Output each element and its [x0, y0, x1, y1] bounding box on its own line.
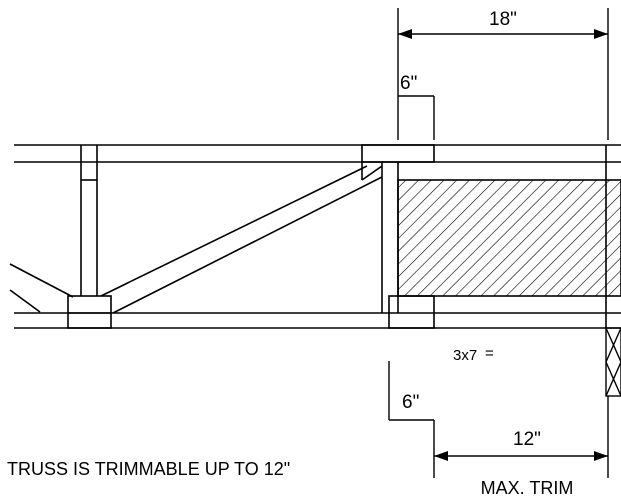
end-vertical: [381, 162, 399, 313]
dimension-6-top: [398, 95, 435, 140]
left-bottom-plate: [67, 295, 112, 329]
plate-size-label: 3x7: [453, 347, 477, 364]
left-vertical-web: [80, 145, 98, 296]
top-chord: [14, 144, 621, 163]
heel-plate-bevel: [361, 165, 383, 181]
bearing-block: [605, 327, 621, 397]
dimension-18: [397, 8, 609, 140]
max-trim-label: MAX. TRIM: [481, 478, 574, 498]
plate-orientation-symbol: =: [485, 345, 494, 362]
dimension-6-bottom-label: 6": [402, 392, 419, 413]
trimmable-hatched-region: [397, 179, 621, 297]
trimmable-note: TRUSS IS TRIMMABLE UP TO 12": [7, 459, 290, 479]
dimension-18-label: 18": [489, 9, 517, 30]
diagonal-web: [100, 165, 383, 314]
dimension-12: [434, 396, 609, 478]
dimension-6-top-label: 6": [400, 73, 417, 94]
top-heel-plate: [361, 144, 435, 163]
bottom-heel-plate: [388, 295, 435, 329]
bottom-chord: [14, 312, 621, 329]
dimension-6-bottom: [388, 361, 435, 478]
dimension-12-label: 12": [513, 429, 541, 450]
left-incoming-webs: [9, 263, 74, 313]
